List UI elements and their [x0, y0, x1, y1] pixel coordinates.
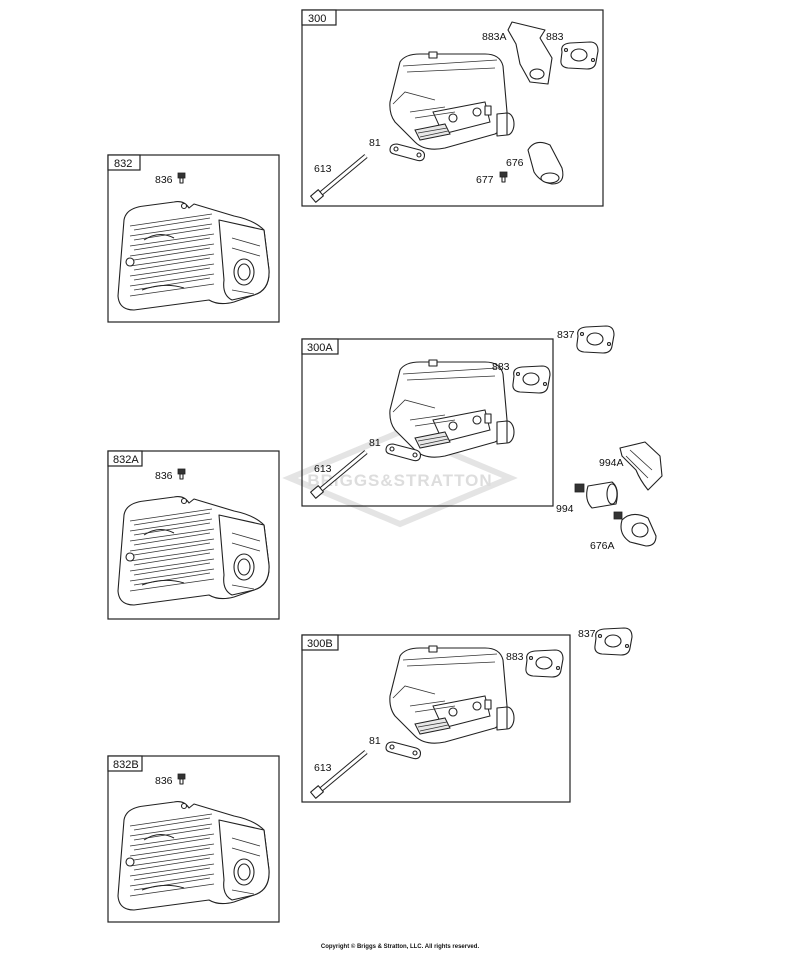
- callout: 836: [155, 470, 173, 482]
- panel-832[interactable]: 832 836: [107, 154, 280, 323]
- screw-part[interactable]: [177, 468, 186, 480]
- screw-part[interactable]: [499, 171, 508, 183]
- tie-bolt-part[interactable]: [311, 752, 366, 798]
- callout: 676: [506, 157, 524, 169]
- copyright-notice: Copyright © Briggs & Stratton, LLC. All …: [320, 944, 480, 950]
- watermark-text: BRIGGS&STRATTON: [307, 471, 492, 490]
- muffler-part[interactable]: [389, 51, 515, 150]
- loose-parts-300B[interactable]: 837: [578, 627, 633, 656]
- panel-300B[interactable]: 300B 883 81 613: [301, 634, 571, 803]
- callout: 613: [314, 762, 332, 774]
- panel-832A[interactable]: 832A 836: [107, 450, 280, 620]
- callout: 613: [314, 163, 332, 175]
- panel-tag: 832A: [113, 454, 139, 466]
- loose-parts-300A[interactable]: 837 994A 994 676A: [556, 325, 663, 552]
- callout: 676A: [590, 540, 615, 552]
- bracket-part[interactable]: [507, 21, 553, 85]
- callout: 836: [155, 775, 173, 787]
- gasket-part[interactable]: [576, 325, 615, 354]
- callout: 883: [506, 651, 524, 663]
- muffler-part[interactable]: [389, 359, 515, 458]
- panel-300[interactable]: 300 883A 883 81 613 676 677: [301, 9, 604, 207]
- heat-shield-part[interactable]: [117, 801, 270, 911]
- panel-tag: 300: [308, 13, 326, 25]
- muffler-part[interactable]: [389, 645, 515, 744]
- callout: 677: [476, 174, 494, 186]
- callout: 837: [578, 628, 596, 640]
- callout: 836: [155, 174, 173, 186]
- panel-832B[interactable]: 832B 836: [107, 755, 280, 923]
- callout: 81: [369, 137, 381, 149]
- panel-tag: 832: [114, 158, 132, 170]
- callout: 883A: [482, 31, 507, 43]
- lock-plate-part[interactable]: [385, 741, 422, 760]
- panel-tag: 832B: [113, 759, 139, 771]
- heat-shield-part[interactable]: [117, 496, 270, 606]
- callout: 837: [557, 329, 575, 341]
- callout: 994: [556, 503, 574, 515]
- callout: 883: [546, 31, 564, 43]
- gasket-part[interactable]: [525, 649, 564, 678]
- callout: 613: [314, 463, 332, 475]
- panel-300A[interactable]: 300A 883 81 613: [301, 338, 554, 507]
- gasket-part[interactable]: [594, 627, 633, 656]
- watermark: BRIGGS&STRATTON: [282, 428, 518, 528]
- callout: 81: [369, 735, 381, 747]
- panel-tag: 300B: [307, 638, 333, 650]
- panel-tag: 300A: [307, 342, 333, 354]
- callout: 883: [492, 361, 510, 373]
- lock-plate-part[interactable]: [389, 143, 426, 162]
- screw-part[interactable]: [177, 172, 186, 184]
- gasket-part[interactable]: [560, 41, 599, 70]
- screw-part[interactable]: [177, 773, 186, 785]
- spark-arrestor-part[interactable]: [619, 441, 663, 491]
- heat-shield-part[interactable]: [117, 201, 270, 311]
- callout: 994A: [599, 457, 624, 469]
- callout: 81: [369, 437, 381, 449]
- gasket-part[interactable]: [512, 365, 551, 394]
